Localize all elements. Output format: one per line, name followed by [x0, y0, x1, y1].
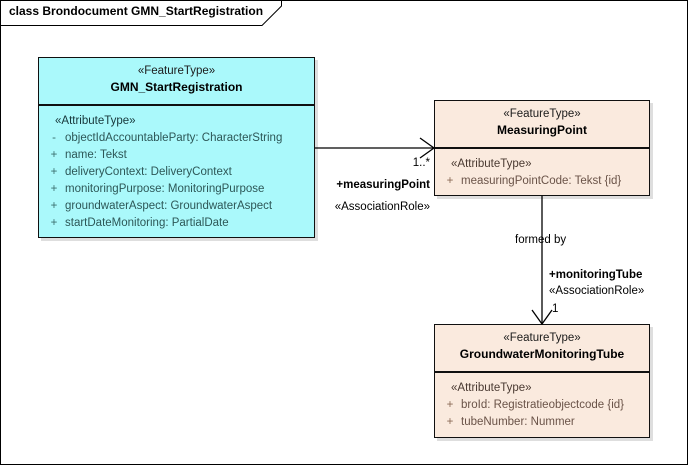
class-stereotype: «FeatureType»	[503, 332, 581, 344]
class-name: GMN_StartRegistration	[110, 80, 243, 94]
attribute-row[interactable]: - objectIdAccountableParty: CharacterStr…	[43, 130, 310, 147]
class-box-groundwatermonitoringtube[interactable]: «FeatureType» GroundwaterMonitoringTube …	[434, 324, 650, 438]
diagram-title: class Brondocument GMN_StartRegistration	[9, 4, 264, 18]
diagram-title-tab: class Brondocument GMN_StartRegistration	[0, 0, 282, 26]
attribute-row[interactable]: + tubeNumber: Nummer	[439, 414, 645, 431]
attribute-visibility: +	[50, 200, 58, 212]
attributes-compartment-measuringpoint: «AttributeType» + measuringPointCode: Te…	[435, 149, 649, 196]
attribute-visibility: +	[50, 183, 58, 195]
attribute-row[interactable]: + groundwaterAspect: GroundwaterAspect	[43, 198, 310, 215]
class-header-groundwatermonitoringtube: «FeatureType» GroundwaterMonitoringTube	[435, 325, 649, 373]
attribute-text: broId: Registratieobjectcode {id}	[461, 399, 625, 411]
class-header-gmn-startregistration: «FeatureType» GMN_StartRegistration	[39, 58, 314, 106]
class-name: GroundwaterMonitoringTube	[459, 347, 625, 361]
attribute-visibility: +	[50, 149, 58, 161]
class-name: MeasuringPoint	[496, 123, 587, 137]
attributes-compartment-gmn-startregistration: «AttributeType» - objectIdAccountablePar…	[39, 106, 314, 238]
attribute-row[interactable]: + deliveryContext: DeliveryContext	[43, 164, 310, 181]
attribute-visibility: -	[52, 132, 56, 144]
association-multiplicity-measuringpoint: 1..*	[412, 157, 430, 169]
attribute-visibility: +	[446, 416, 454, 428]
class-box-gmn-startregistration[interactable]: «FeatureType» GMN_StartRegistration «Att…	[38, 57, 315, 238]
attribute-row[interactable]: + broId: Registratieobjectcode {id}	[439, 397, 645, 414]
association-role-stereotype-measuringpoint: «AssociationRole»	[334, 201, 430, 213]
attribute-text: startDateMonitoring: PartialDate	[65, 217, 229, 229]
attributes-compartment-groundwatermonitoringtube: «AttributeType» + broId: Registratieobje…	[435, 373, 649, 437]
attribute-text: name: Tekst	[65, 149, 127, 161]
association-role-stereotype-monitoringtube: «AssociationRole»	[549, 285, 645, 297]
class-stereotype: «FeatureType»	[137, 65, 216, 77]
attribute-text: tubeNumber: Nummer	[461, 416, 575, 428]
attribute-row[interactable]: + measuringPointCode: Tekst {id}	[439, 173, 645, 190]
attribute-visibility: +	[50, 217, 58, 229]
attribute-visibility: +	[446, 175, 454, 187]
class-stereotype: «FeatureType»	[503, 108, 581, 120]
association-role-monitoringtube: +monitoringTube	[549, 269, 643, 281]
association-role-measuringpoint: +measuringPoint	[336, 179, 430, 191]
attribute-text: deliveryContext: DeliveryContext	[65, 166, 232, 178]
association-multiplicity-monitoringtube: 1	[552, 303, 559, 315]
attribute-text: measuringPointCode: Tekst {id}	[461, 175, 622, 187]
compartment-stereotype: «AttributeType»	[451, 158, 532, 170]
attribute-text: monitoringPurpose: MonitoringPurpose	[65, 183, 265, 195]
association-name-formed-by: formed by	[515, 234, 567, 246]
compartment-stereotype: «AttributeType»	[55, 115, 136, 127]
attribute-row[interactable]: + startDateMonitoring: PartialDate	[43, 215, 310, 232]
attribute-visibility: +	[50, 166, 58, 178]
class-header-measuringpoint: «FeatureType» MeasuringPoint	[435, 101, 649, 149]
class-box-measuringpoint[interactable]: «FeatureType» MeasuringPoint «AttributeT…	[434, 100, 650, 196]
attribute-text: objectIdAccountableParty: CharacterStrin…	[65, 132, 283, 144]
attribute-visibility: +	[446, 399, 454, 411]
attribute-row[interactable]: + monitoringPurpose: MonitoringPurpose	[43, 181, 310, 198]
compartment-stereotype: «AttributeType»	[451, 382, 532, 394]
attribute-text: groundwaterAspect: GroundwaterAspect	[65, 200, 273, 212]
attribute-row[interactable]: + name: Tekst	[43, 147, 310, 164]
